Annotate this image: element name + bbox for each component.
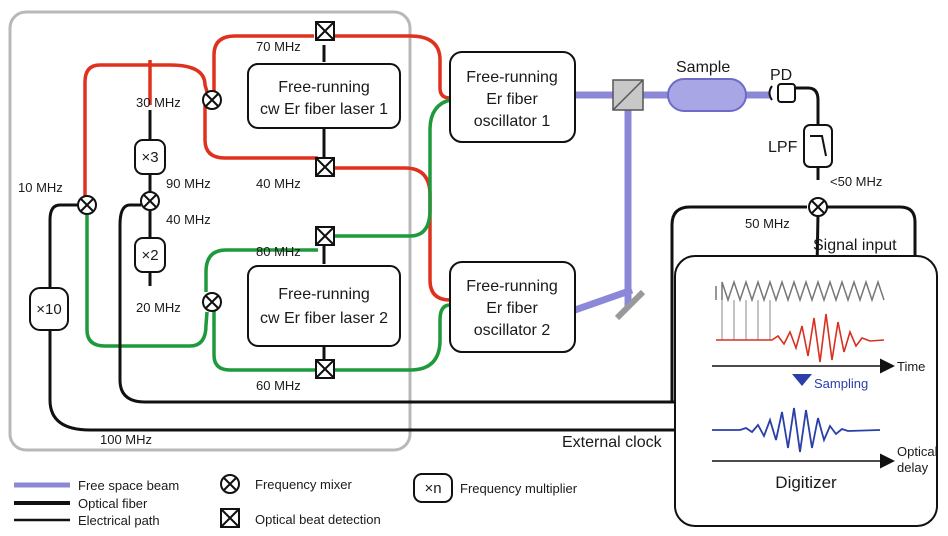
- pd-label: PD: [770, 67, 792, 84]
- optical-label: Optical: [897, 444, 938, 459]
- lpf-symbol: [810, 135, 827, 157]
- sample-cell: [667, 78, 747, 112]
- interferogram-red: [716, 313, 885, 363]
- sampling-lines: [721, 300, 771, 340]
- legend-electrical-label: Electrical path: [78, 513, 160, 528]
- time-label: Time: [897, 359, 925, 374]
- osc-2-line3: oscillator 2: [474, 322, 551, 339]
- osc-1-line1: Free-running: [466, 69, 558, 86]
- freq-60: 60 MHz: [256, 378, 301, 393]
- legend-beat-icon: [220, 508, 240, 528]
- external-clock-label: External clock: [562, 434, 663, 451]
- osc-1-box: [449, 51, 576, 143]
- sampling-grid-wave: [715, 279, 885, 303]
- legend-beat-label: Optical beat detection: [255, 512, 381, 527]
- beamsplitter-diagonal: [612, 79, 644, 111]
- osc-2-line2: Er fiber: [486, 300, 538, 317]
- lpf-box: [803, 124, 833, 168]
- freq-40-upper: 40 MHz: [256, 176, 301, 191]
- laser-2-line2: cw Er fiber laser 2: [260, 310, 388, 327]
- legend-free-space-label: Free space beam: [78, 478, 179, 493]
- photodetector-icon: [768, 83, 796, 103]
- lpf-label: LPF: [768, 139, 798, 156]
- multiplier-x10-label: ×10: [36, 301, 61, 318]
- green-fibers: [85, 98, 451, 372]
- beat-detectors: [315, 21, 335, 379]
- sampling-label: Sampling: [814, 376, 868, 391]
- laser-1-line2: cw Er fiber laser 1: [260, 101, 388, 118]
- freq-50: 50 MHz: [745, 216, 790, 231]
- signal-input-label: Signal input: [813, 237, 897, 254]
- digitizer-title: Digitizer: [775, 473, 837, 492]
- osc-1-line2: Er fiber: [486, 91, 538, 108]
- multiplier-x2-label: ×2: [141, 247, 158, 264]
- legend-mixer-icon: [220, 474, 240, 494]
- freq-40-lower: 40 MHz: [166, 212, 211, 227]
- multiplier-x3-box: [134, 139, 166, 175]
- laser-2-box: [247, 265, 401, 347]
- interferogram-blue: [712, 407, 881, 453]
- sample-label: Sample: [676, 59, 730, 76]
- freq-70: 70 MHz: [256, 39, 301, 54]
- freq-30: 30 MHz: [136, 95, 181, 110]
- legend-multiplier-symbol: ×n: [424, 480, 441, 497]
- osc-2-line1: Free-running: [466, 278, 558, 295]
- multiplier-x2-box: [134, 237, 166, 273]
- mirror: [614, 289, 646, 321]
- osc-2-box: [449, 261, 576, 353]
- legend-optical-fiber-label: Optical fiber: [78, 496, 148, 511]
- laser-2-line1: Free-running: [278, 286, 370, 303]
- freq-lt-50: <50 MHz: [830, 174, 882, 189]
- multiplier-x3-label: ×3: [141, 149, 158, 166]
- legend-multiplier-label: Frequency multiplier: [460, 481, 578, 496]
- legend-mixer-label: Frequency mixer: [255, 477, 352, 492]
- legend-multiplier-box: [413, 473, 453, 503]
- freq-80: 80 MHz: [256, 244, 301, 259]
- laser-1-line1: Free-running: [278, 79, 370, 96]
- reference-frame: [8, 10, 412, 452]
- sampling-arrow: [792, 374, 812, 386]
- freq-10: 10 MHz: [18, 180, 63, 195]
- osc-1-line3: oscillator 1: [474, 113, 551, 130]
- mixers: [77, 90, 828, 312]
- freq-20: 20 MHz: [136, 300, 181, 315]
- freq-100: 100 MHz: [100, 432, 152, 447]
- freq-90: 90 MHz: [166, 176, 211, 191]
- delay-label: delay: [897, 460, 929, 475]
- digitizer-panel: [674, 255, 938, 527]
- multiplier-x10-box: [29, 287, 69, 331]
- laser-1-box: [247, 63, 401, 129]
- red-fibers: [83, 34, 451, 302]
